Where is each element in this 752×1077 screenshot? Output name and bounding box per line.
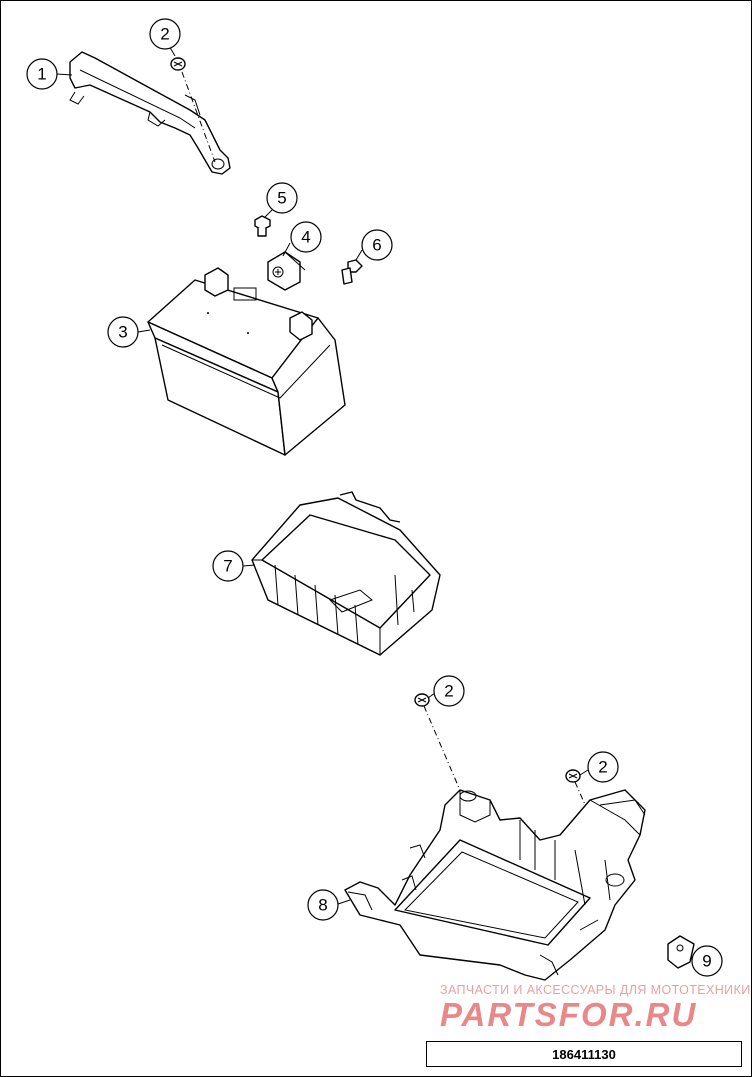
callout-2-mid-label: 2: [444, 682, 453, 701]
callout-7: 7: [212, 550, 244, 582]
part-screw-5: [254, 215, 271, 237]
part-battery: [147, 267, 346, 456]
callout-5: 5: [266, 182, 298, 214]
callout-8-label: 8: [318, 896, 327, 915]
callout-1: 1: [26, 58, 58, 90]
callout-6-label: 6: [372, 236, 381, 255]
callout-9: 9: [691, 945, 723, 977]
callout-4: 4: [290, 221, 322, 253]
diagram-reference-number: 186411130: [426, 1041, 742, 1067]
callout-2-right: 2: [587, 751, 619, 783]
part-battery-liner: [251, 491, 441, 656]
callout-3-label: 3: [118, 323, 127, 342]
callout-9-label: 9: [702, 952, 711, 971]
part-screw-right: [565, 769, 581, 783]
callout-6: 6: [361, 229, 393, 261]
callout-5-label: 5: [277, 189, 286, 208]
part-screw-mid: [414, 693, 430, 707]
part-battery-box: [344, 789, 646, 981]
part-battery-strap: [69, 51, 231, 175]
callout-2-top-label: 2: [160, 25, 169, 44]
part-screw-6: [341, 259, 363, 285]
callout-3: 3: [107, 316, 139, 348]
watermark-logo: PARTSFOR.RU: [440, 996, 698, 1033]
callout-2-top: 2: [149, 18, 181, 50]
callout-2-right-label: 2: [598, 758, 607, 777]
watermark-tagline: ЗАПЧАСТИ И АКСЕССУАРЫ ДЛЯ МОТОТЕХНИКИ: [440, 983, 751, 997]
part-screw-top: [170, 57, 186, 71]
callout-8: 8: [307, 889, 339, 921]
leader-lines: [56, 43, 693, 961]
callout-2-mid: 2: [433, 675, 465, 707]
part-clip-nut: [667, 935, 695, 969]
callout-1-label: 1: [37, 65, 46, 84]
callout-7-label: 7: [223, 557, 232, 576]
part-terminal-4: [267, 251, 306, 291]
callout-4-label: 4: [301, 228, 310, 247]
